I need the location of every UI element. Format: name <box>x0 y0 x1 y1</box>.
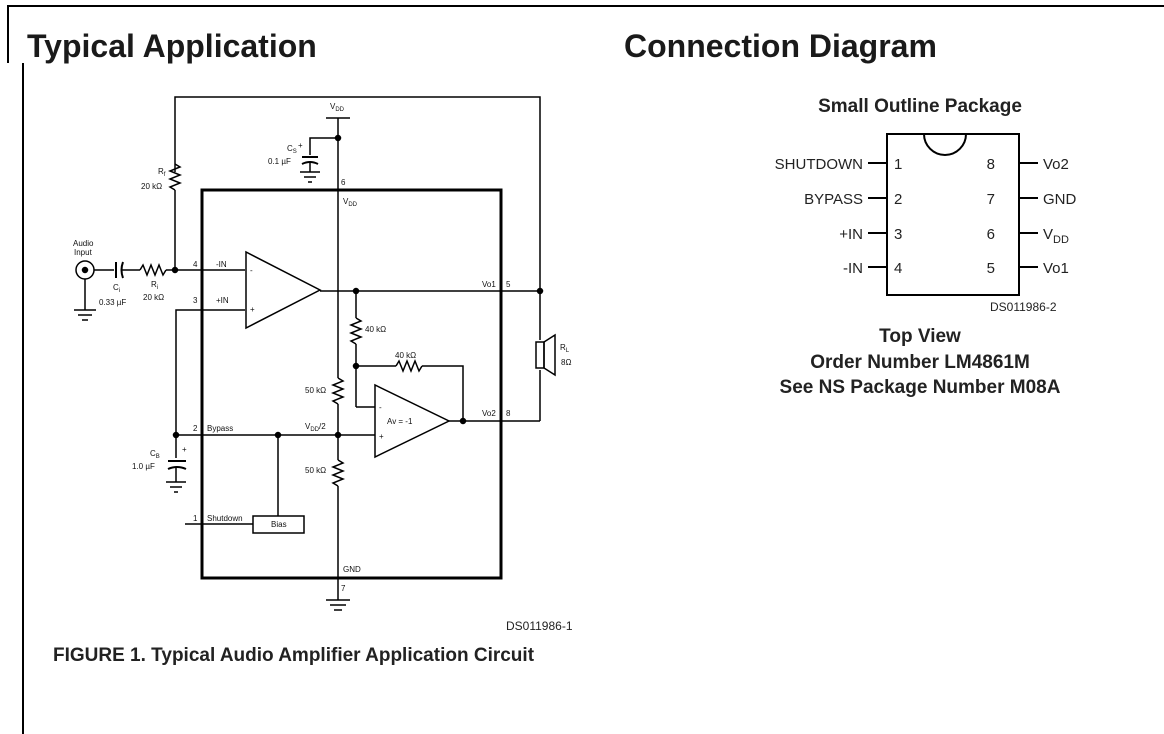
ri-value: 20 kΩ <box>143 293 164 302</box>
rf-resistor <box>167 163 183 191</box>
pin-5-number: 5 <box>987 260 995 277</box>
gnd-label: GND <box>343 565 361 574</box>
av-label: Av = -1 <box>387 417 413 426</box>
vdd-inner-label: VDD <box>343 197 358 208</box>
r40k-vertical-value: 40 kΩ <box>365 325 386 334</box>
pin3-label: +IN <box>216 296 229 305</box>
r40k-horizontal <box>395 358 423 374</box>
r40k-horizontal-value: 40 kΩ <box>395 351 416 360</box>
pin5-number: 5 <box>506 280 511 289</box>
rf-label: Rf <box>158 167 166 178</box>
order-number: Order Number LM4861M <box>810 352 1030 373</box>
r50k-lower-value: 50 kΩ <box>305 466 326 475</box>
rf-value: 20 kΩ <box>141 182 162 191</box>
feedback-wire <box>174 96 541 292</box>
pin-2-number: 2 <box>894 191 902 208</box>
pin-8-label: Vo2 <box>1043 156 1069 173</box>
pin-6-number: 6 <box>987 226 995 243</box>
ci-label: Ci <box>113 283 120 294</box>
pin-6-label: VDD <box>1043 226 1069 246</box>
opamp-2 <box>374 383 451 459</box>
pin-4-number: 4 <box>894 260 902 277</box>
pin-3-label: +IN <box>839 226 863 243</box>
connection-diagram-heading: Connection Diagram <box>624 28 937 64</box>
heading-mask <box>24 64 1164 84</box>
opamp-1 <box>245 250 322 330</box>
opamp1-minus: - <box>250 266 253 275</box>
r50k-lower <box>330 459 346 487</box>
pin-7-label: GND <box>1043 191 1077 208</box>
cb-label: CB <box>150 449 160 460</box>
speaker-rl <box>535 341 545 369</box>
left-border-line-top <box>7 5 9 63</box>
amplifier-circuit-schematic: Audio Input Ci 0.33 µF Ri 20 kΩ Rf 20 kΩ… <box>73 96 571 611</box>
pin-1-number: 1 <box>894 156 902 173</box>
figure-1-caption: FIGURE 1. Typical Audio Amplifier Applic… <box>53 645 535 666</box>
ns-package-number: See NS Package Number M08A <box>779 377 1061 398</box>
package-body <box>886 133 1020 296</box>
vdd-half-label: VDD/2 <box>305 422 326 433</box>
pin4-label: -IN <box>216 260 227 269</box>
top-border-line <box>7 5 1164 7</box>
r50k-upper-value: 50 kΩ <box>305 386 326 395</box>
r40k-vertical <box>348 317 364 345</box>
figure-2-id: DS011986-2 <box>990 300 1057 314</box>
typical-application-heading: Typical Application <box>27 28 317 64</box>
opamp2-minus: - <box>379 403 382 412</box>
ic-package-box <box>200 188 503 580</box>
pin4-number: 4 <box>193 260 198 269</box>
pin7-number: 7 <box>341 584 346 593</box>
pin-3-number: 3 <box>894 226 902 243</box>
left-border-line <box>22 63 24 734</box>
pin5-label: Vo1 <box>482 280 496 289</box>
package-title: Small Outline Package <box>818 96 1022 117</box>
pin2-number: 2 <box>193 424 198 433</box>
pin-2-label: BYPASS <box>804 191 863 208</box>
cs-plus: + <box>298 141 303 150</box>
cb-plus: + <box>182 445 187 454</box>
pin2-label: Bypass <box>207 424 233 433</box>
opamp2-plus: + <box>379 432 384 441</box>
vdd-top-label: VDD <box>330 102 345 113</box>
ri-label: Ri <box>151 280 158 291</box>
audio-input-label-2: Input <box>74 248 93 257</box>
so-package-pinout: SHUTDOWN BYPASS +IN -IN 1 2 3 4 8 7 6 5 … <box>775 133 1077 296</box>
ri-resistor <box>139 262 167 278</box>
cb-value: 1.0 µF <box>132 462 155 471</box>
pin-1-label: SHUTDOWN <box>775 156 863 173</box>
pin-7-number: 7 <box>987 191 995 208</box>
pin1-number: 1 <box>193 514 198 523</box>
pin6-number: 6 <box>341 178 346 187</box>
pin3-number: 3 <box>193 296 198 305</box>
rl-value: 8Ω <box>561 358 571 367</box>
r50k-upper <box>330 377 346 405</box>
pin1-notch <box>923 133 967 156</box>
ci-value: 0.33 µF <box>99 298 126 307</box>
top-view-label: Top View <box>879 326 961 347</box>
rl-label: RL <box>560 343 570 354</box>
pin-5-label: Vo1 <box>1043 260 1069 277</box>
cs-label: CS <box>287 144 297 155</box>
opamp1-plus: + <box>250 305 255 314</box>
bias-label: Bias <box>271 520 287 529</box>
figure-1-id: DS011986-1 <box>506 619 573 633</box>
audio-input-label-1: Audio <box>73 239 94 248</box>
pin1-label: Shutdown <box>207 514 243 523</box>
pin-4-label: -IN <box>843 260 863 277</box>
pin8-number: 8 <box>506 409 511 418</box>
cs-value: 0.1 µF <box>268 157 291 166</box>
pin-8-number: 8 <box>987 156 995 173</box>
pin8-label: Vo2 <box>482 409 496 418</box>
